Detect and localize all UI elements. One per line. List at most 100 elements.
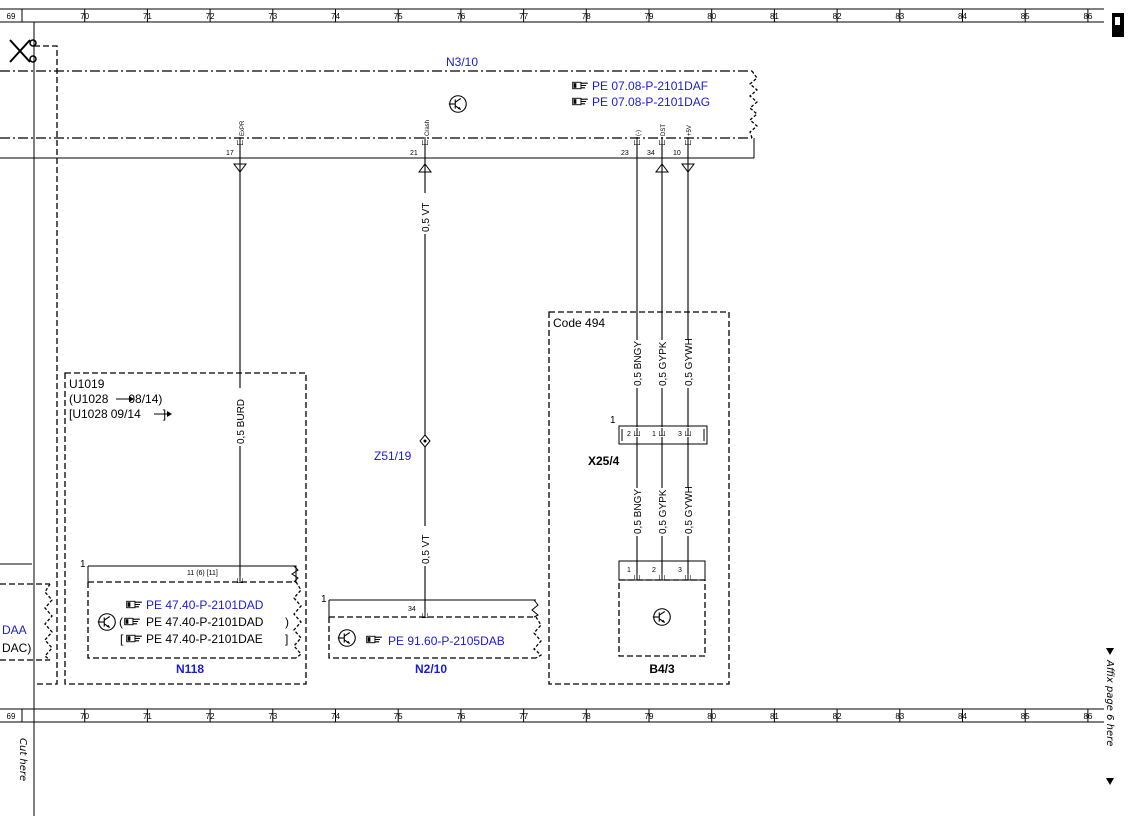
svg-text:ExPR: ExPR: [240, 120, 246, 136]
bottom-ruler-column-label: 78: [582, 712, 591, 721]
wire-label-bngy-top: 0,5 BNGY: [633, 341, 644, 386]
reference-hand-icon: [124, 617, 141, 626]
b4-3-box: [618, 560, 706, 657]
top-ruler-column-label: 83: [895, 12, 904, 21]
top-ruler-column-label: 69: [7, 12, 16, 21]
n118-close-bracket: ]: [285, 632, 288, 646]
code-494-box: [548, 311, 730, 685]
x25-4-label: X25/4: [588, 454, 620, 468]
bottom-ruler-column-label: 81: [770, 712, 779, 721]
top-ruler-column-label: 86: [1083, 12, 1092, 21]
wire-label-gypk-bottom: 0,5 GYPK: [658, 489, 669, 534]
z51-19-label: Z51/19: [374, 449, 412, 463]
n118-ref-2: PE 47.40-P-2101DAD: [146, 615, 264, 629]
left-fragment-box: [0, 563, 53, 661]
top-ruler-column-label: 72: [206, 12, 215, 21]
arrow-right-icon: [154, 411, 172, 417]
affix-note: Affix page 6 here: [1104, 648, 1115, 785]
page-corner-marker: [1112, 13, 1124, 37]
bottom-ruler-column-label: 73: [268, 712, 277, 721]
n118-label: N118: [176, 662, 204, 676]
n3-10-ref-2[interactable]: PE 07.08-P-2101DAG: [592, 95, 710, 109]
left-fragment-a[interactable]: DAA: [2, 623, 27, 637]
u1019-title: U1019: [69, 377, 105, 391]
top-ruler-column-label: 75: [394, 12, 403, 21]
bottom-ruler-column-label: 71: [143, 712, 152, 721]
bottom-ruler-column-label: 83: [895, 712, 904, 721]
bottom-ruler-column-label: 74: [331, 712, 340, 721]
top-ruler-column-label: 71: [143, 12, 152, 21]
cut-here-note: Cut here: [17, 738, 28, 781]
top-ruler-column-label: 74: [331, 12, 340, 21]
svg-text:10: 10: [673, 150, 681, 157]
b4-3-pin-2: 2: [652, 567, 656, 574]
n118-open-bracket: [: [120, 632, 124, 646]
wire-label-bngy-bottom: 0,5 BNGY: [633, 489, 644, 534]
x25-4-pin-3: 3: [678, 431, 682, 438]
bottom-ruler-column-label: 79: [645, 712, 654, 721]
top-ruler-column-label: 79: [645, 12, 654, 21]
left-dashed-border: [34, 45, 58, 685]
wire-label-gypk-top: 0,5 GYPK: [658, 341, 669, 386]
reference-hand-icon: [572, 81, 589, 90]
top-ruler-column-label: 82: [833, 12, 842, 21]
reference-hand-icon: [126, 600, 143, 609]
svg-text:+5V: +5V: [687, 125, 693, 136]
pin-23: (-) 23: [621, 130, 642, 157]
pin-17: ExPR 17: [226, 120, 246, 157]
b4-3-pin-3: 3: [678, 567, 682, 574]
b4-3-pin-1: 1: [627, 567, 631, 574]
bottom-ruler-column-label: 76: [456, 712, 465, 721]
signal-arrows: [233, 163, 695, 173]
bottom-ruler-column-label: 69: [7, 712, 16, 721]
n2-10-box: [328, 599, 543, 659]
bottom-ruler-column-label: 72: [206, 712, 215, 721]
n118-box: [87, 565, 302, 659]
reference-hand-icon: [366, 635, 383, 644]
n118-pin-one: 1: [80, 559, 86, 570]
bottom-ruler-column-label: 70: [80, 712, 89, 721]
scissors-icon: [9, 39, 37, 63]
left-fragment-b: DAC): [2, 641, 31, 655]
x25-4-connector: [618, 425, 708, 445]
top-ruler-column-label: 73: [268, 12, 277, 21]
n2-10-pin-label: 34: [408, 606, 416, 613]
top-ruler-column-label: 77: [519, 12, 528, 21]
transistor-icon: [97, 613, 116, 631]
svg-text:Crash: Crash: [425, 120, 431, 136]
transistor-icon: [448, 95, 467, 113]
z51-19-splice: [419, 434, 431, 448]
code-494-label: Code 494: [553, 316, 605, 330]
top-ruler-column-label: 80: [707, 12, 716, 21]
pin-21: Crash 21: [410, 120, 431, 157]
svg-text:23: 23: [621, 150, 629, 157]
bottom-ruler-column-label: 84: [958, 712, 967, 721]
transistor-icon: [652, 608, 671, 626]
n3-10-ref-1[interactable]: PE 07.08-P-2101DAF: [592, 79, 708, 93]
reference-hand-icon: [572, 97, 589, 106]
wire-label-gywh-top: 0,5 GYWH: [684, 338, 695, 386]
x25-4-pin-1: 1: [652, 431, 656, 438]
n118-ref-1[interactable]: PE 47.40-P-2101DAD: [146, 598, 264, 612]
n3-10-label: N3/10: [446, 55, 478, 69]
svg-text:(-): (-): [636, 130, 642, 136]
svg-text:21: 21: [410, 150, 418, 157]
x25-4-one: 1: [610, 415, 616, 426]
n2-10-ref[interactable]: PE 91.60-P-2105DAB: [388, 634, 505, 648]
svg-text:17: 17: [226, 150, 234, 157]
top-ruler-column-label: 76: [456, 12, 465, 21]
svg-text:34: 34: [647, 150, 655, 157]
bottom-ruler-column-label: 77: [519, 712, 528, 721]
wires: [239, 145, 689, 612]
wire-label-gywh-bottom: 0,5 GYWH: [684, 486, 695, 534]
pin-10: +5V 10: [673, 125, 693, 157]
bottom-ruler-column-label: 85: [1021, 712, 1030, 721]
n118-pin-label: 11 (6) [11]: [187, 570, 218, 577]
svg-text:DST: DST: [661, 124, 667, 136]
b4-3-label: B4/3: [649, 662, 675, 676]
